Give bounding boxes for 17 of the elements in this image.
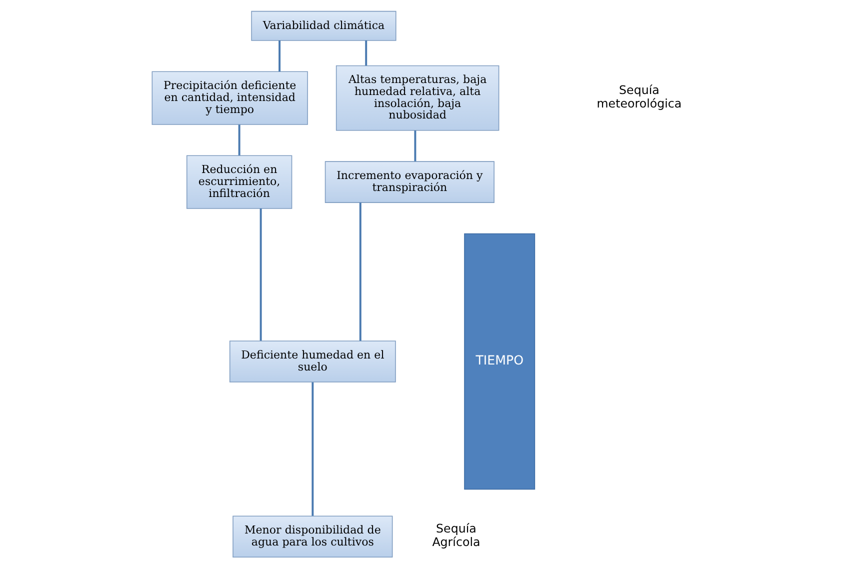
connector (278, 40, 280, 72)
node-box: Deficiente humedad en el suelo (228, 340, 396, 382)
label: Sequía meteorológica (596, 83, 682, 111)
connector (238, 124, 240, 156)
node-box: Menor disponibilidad de agua para los cultivos (232, 516, 392, 558)
node-box: Incremento evaporación y transpiración (324, 161, 494, 203)
node-box: TIEMPO (464, 233, 535, 490)
node-box: Altas temperaturas, baja humedad relativa, alta insolación, baja nubosidad (335, 65, 499, 131)
node-box: Precipitación deficiente en cantidad, intensidad y tiempo (151, 71, 308, 125)
connector (364, 40, 367, 66)
node-box: Reducción en escurrimiento, infiltración (186, 155, 292, 209)
connector (414, 130, 416, 162)
connector (259, 208, 262, 341)
connector (358, 202, 361, 341)
connector (311, 382, 314, 516)
node-box: Variabilidad climática (250, 10, 396, 41)
label: Sequía Agrícola (432, 522, 480, 550)
